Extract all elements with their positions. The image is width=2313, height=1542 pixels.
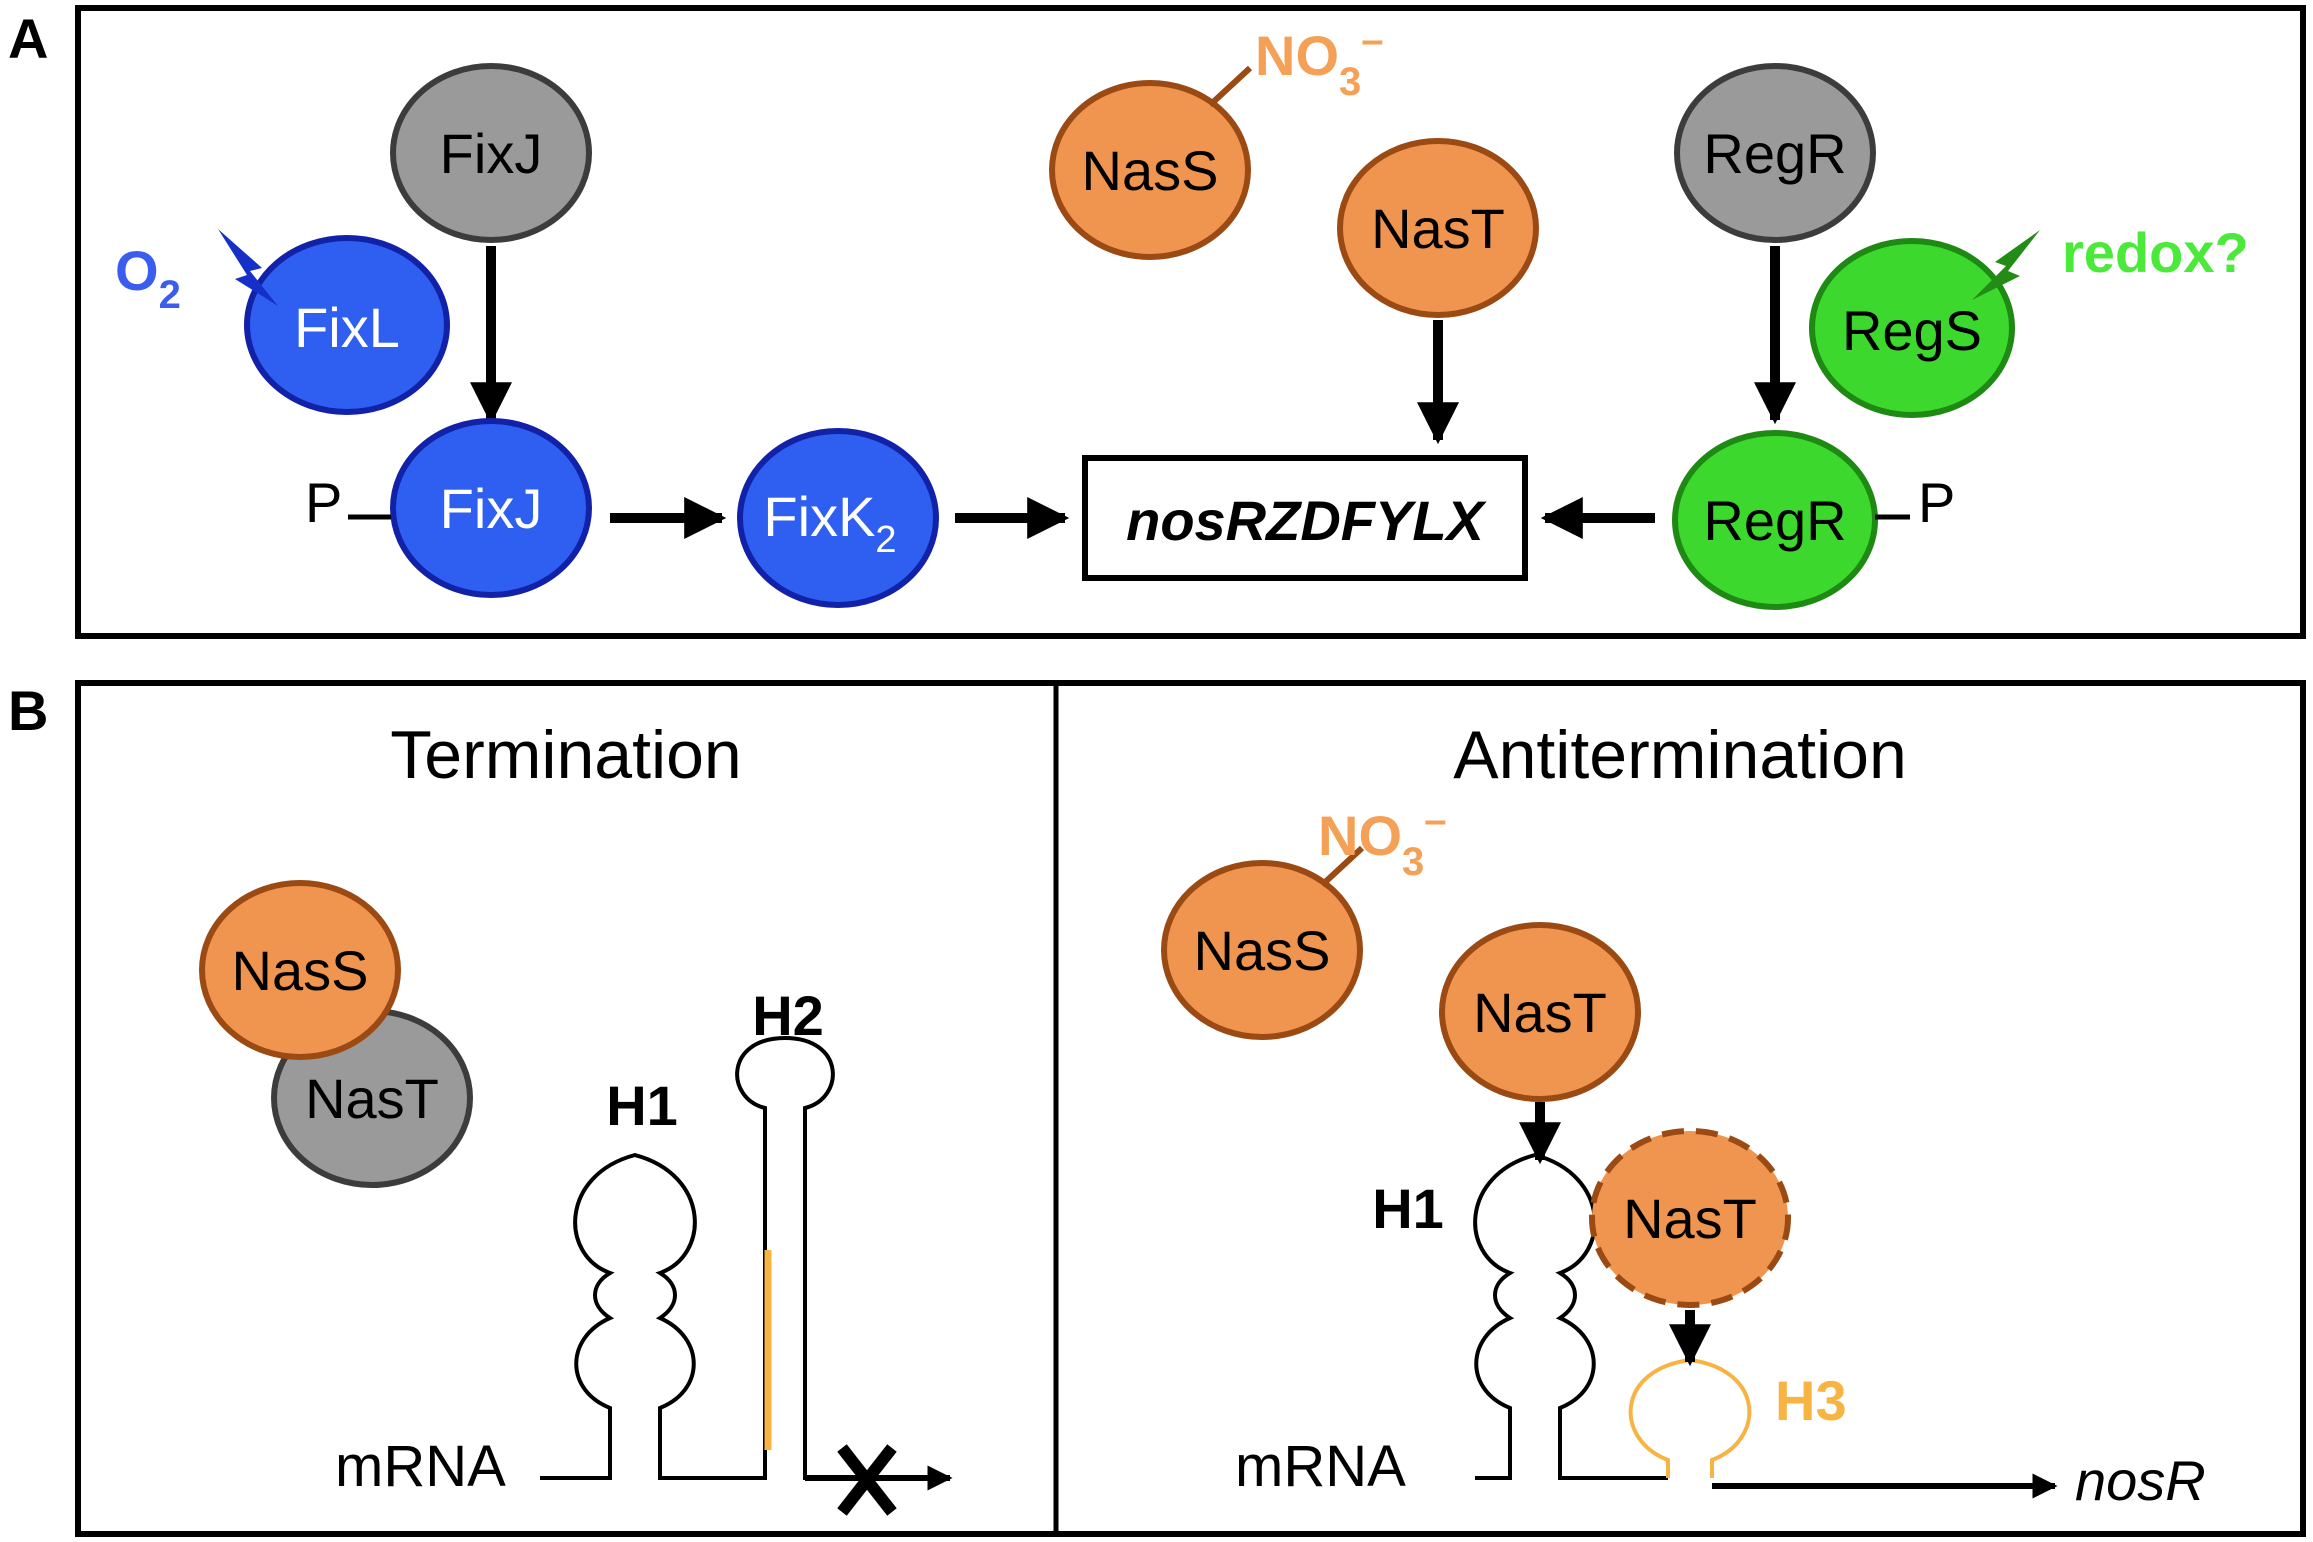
- fixl-node: [244, 235, 450, 415]
- nass-node: [1049, 80, 1251, 260]
- regr-node: [1674, 63, 1876, 243]
- nast-label: NasT: [1371, 197, 1505, 260]
- fixl-label: FixL: [294, 296, 400, 359]
- panel-b-label: B: [8, 679, 48, 742]
- termination-title: Termination: [390, 717, 742, 793]
- termination-mrna-label: mRNA: [335, 1434, 506, 1499]
- antitermination-nass-ligand-bond: [1319, 845, 1365, 888]
- target-gene-label: nosRZDFYLX: [1126, 489, 1487, 552]
- antitermination-h3-label: H3: [1775, 1369, 1847, 1432]
- antitermination-nast-bound-label: NasT: [1623, 1187, 1757, 1250]
- termination-nass-label: NasS: [232, 939, 369, 1002]
- termination-h1-label: H1: [606, 1074, 678, 1137]
- fixk2-label: FixK2: [763, 485, 896, 561]
- termination-nass-node: [199, 880, 401, 1060]
- termination-mrna-hairpins: [540, 1035, 922, 1480]
- regr-phosphorylated-node: [1672, 430, 1878, 610]
- antitermination-nass-label: NasS: [1194, 919, 1331, 982]
- regr-phosphorylated-label: RegR: [1703, 489, 1846, 552]
- antitermination-nast-free-node: [1439, 922, 1641, 1102]
- regr-phosphate-label: P: [1918, 471, 1955, 534]
- antitermination-nast-free-label: NasT: [1473, 981, 1607, 1044]
- fixj-phosphate-label: P: [305, 471, 342, 534]
- regs-node: [1809, 238, 2015, 418]
- antitermination-nass-ligand-label: NO3–: [1318, 798, 1447, 884]
- redox-lightning-icon: [1972, 230, 2040, 300]
- target-gene-box: [1082, 455, 1528, 581]
- fixk2-node: [737, 428, 939, 608]
- antitermination-title: Antitermination: [1453, 717, 1907, 793]
- antitermination-nass-node: [1161, 860, 1363, 1040]
- nass-ligand-label: NO3–: [1255, 18, 1384, 104]
- termination-stop-cross-icon: [837, 1444, 897, 1516]
- regr-label: RegR: [1703, 122, 1846, 185]
- fixj-node: [390, 63, 592, 243]
- regs-label: RegS: [1842, 299, 1982, 362]
- fixj-phosphorylated-label: FixJ: [440, 477, 543, 540]
- antitermination-mrna-hairpins: [1473, 1152, 1668, 1480]
- antitermination-gene-label: nosR: [2075, 1449, 2206, 1512]
- antitermination-nast-bound-node: [1589, 1128, 1791, 1308]
- fixj-label: FixJ: [440, 122, 543, 185]
- antitermination-h1-label: H1: [1372, 1177, 1444, 1240]
- o2-lightning-icon: [218, 229, 278, 306]
- fixj-phosphorylated-node: [390, 418, 592, 598]
- o2-label: O2: [115, 239, 181, 317]
- antitermination-h3-loop: [1628, 1357, 1752, 1478]
- termination-nast-label: NasT: [305, 1067, 439, 1130]
- redox-label: redox?: [2062, 221, 2249, 284]
- panel-a-label: A: [8, 7, 48, 70]
- nass-label: NasS: [1082, 139, 1219, 202]
- antitermination-mrna-label: mRNA: [1235, 1434, 1406, 1499]
- panel-b-frame: [75, 680, 2306, 1537]
- nass-ligand-bond: [1207, 65, 1253, 108]
- nast-node: [1337, 138, 1539, 318]
- panel-a-frame: [75, 5, 2306, 639]
